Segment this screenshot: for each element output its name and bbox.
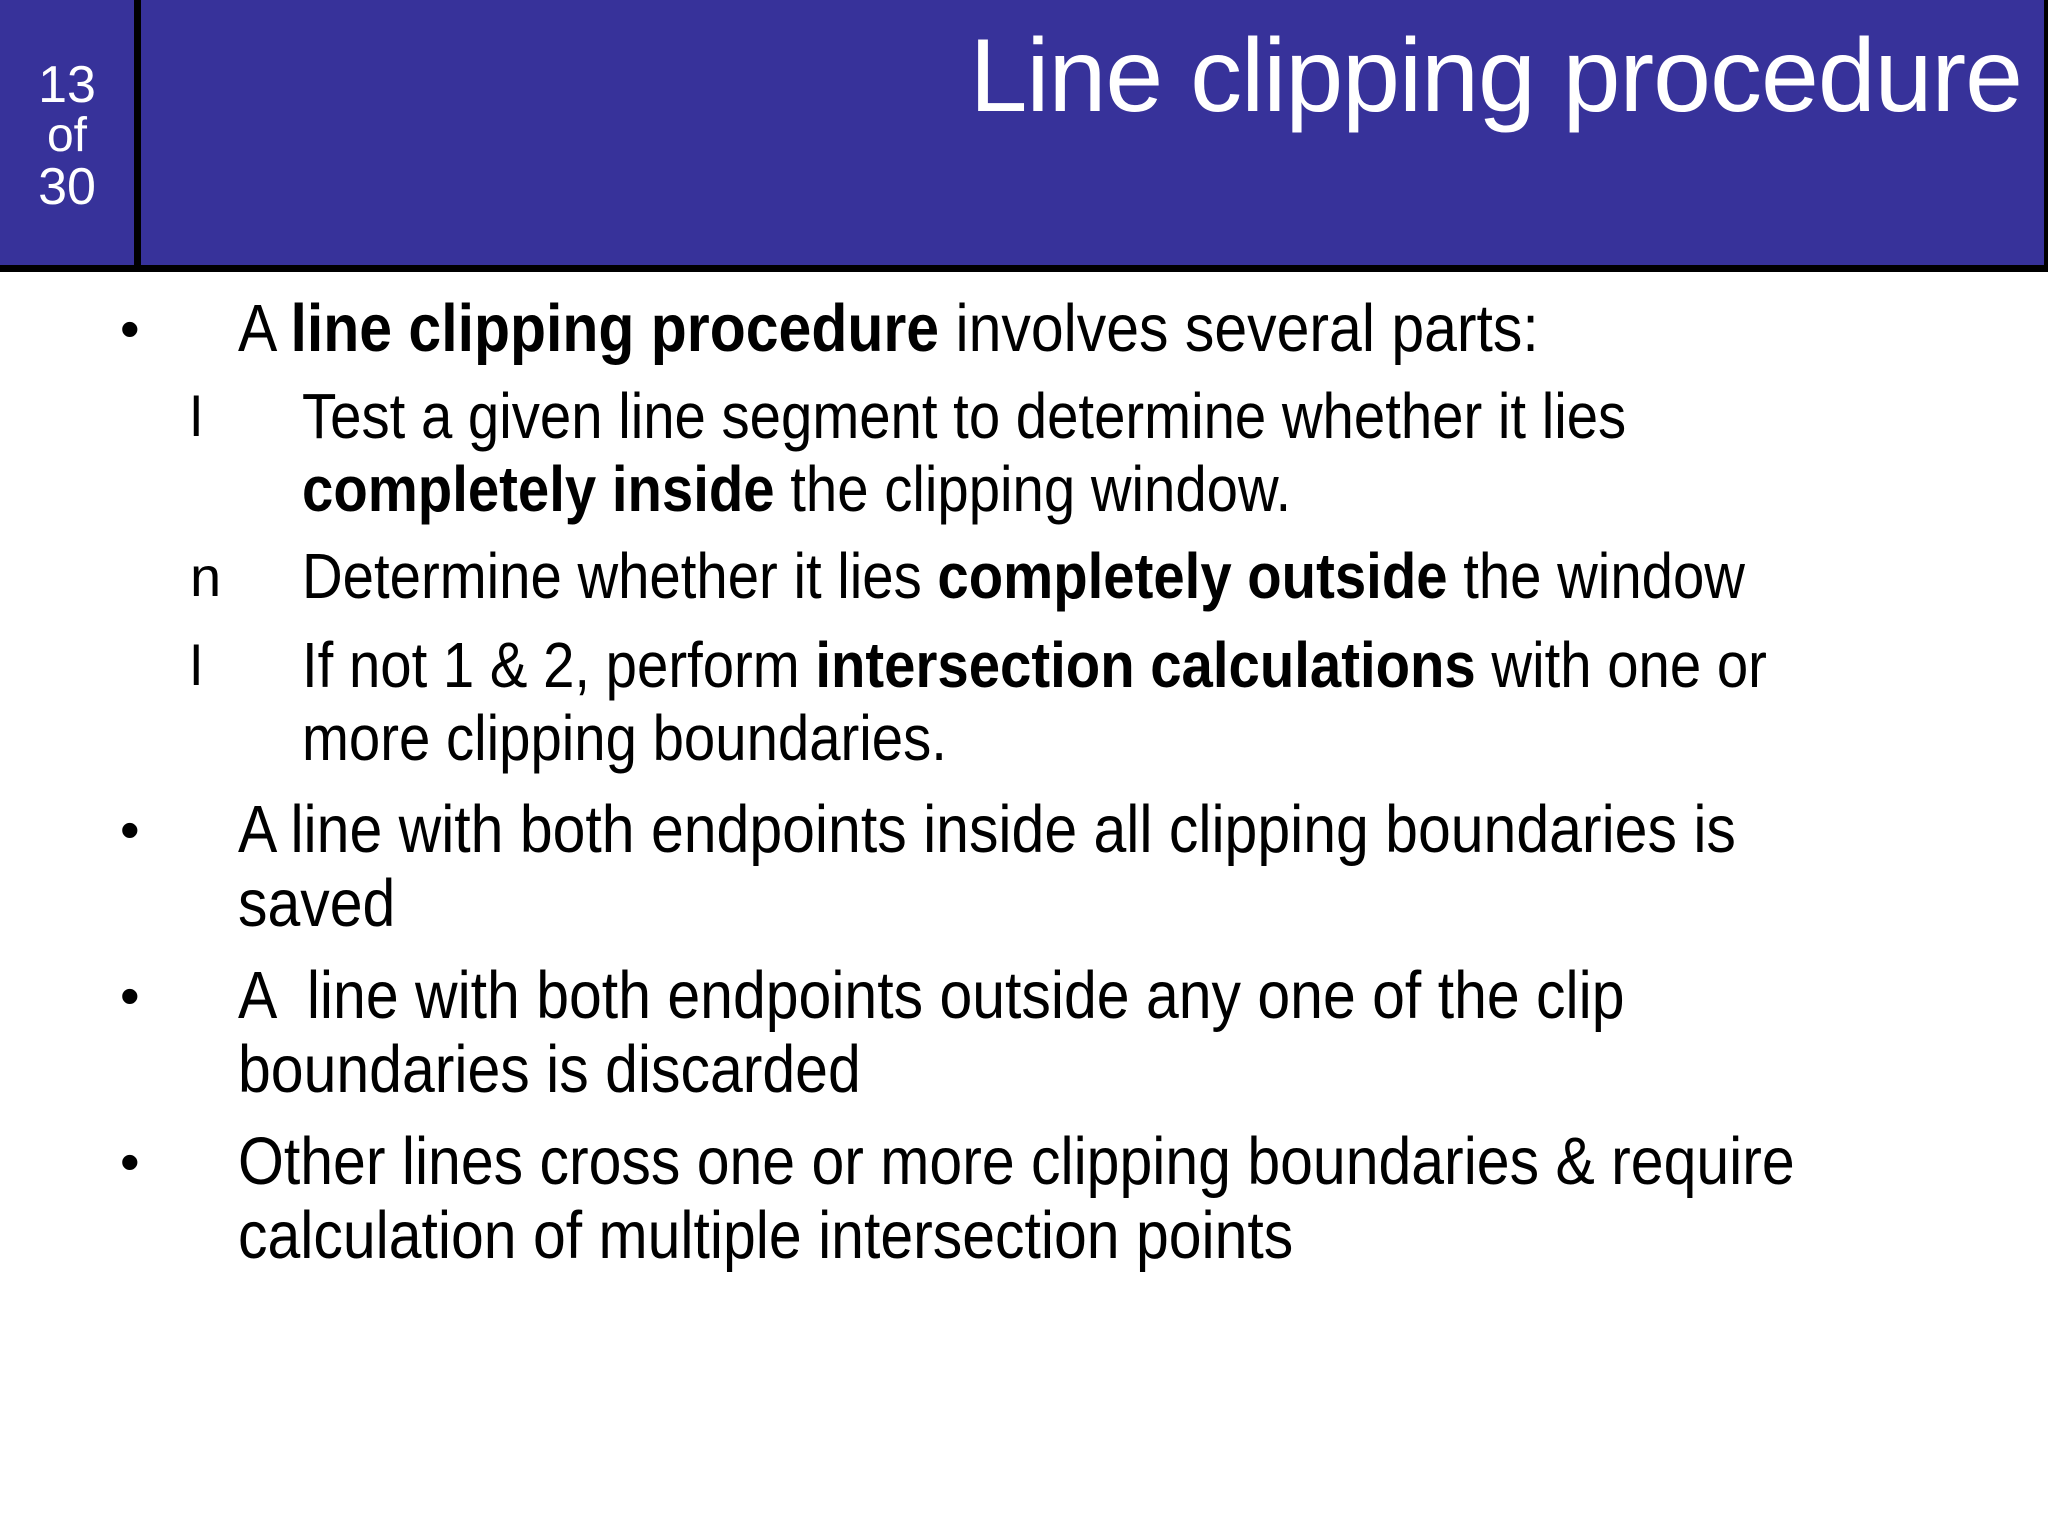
bullet-text-run: A line with both endpoints outside any o… (238, 958, 1641, 1107)
bullet-text-run: Test a given line segment to determine w… (302, 380, 1642, 452)
slide-header-band: Line clipping procedure (0, 0, 2048, 272)
bullet-item-level-1: • A line with both endpoints outside any … (0, 959, 2048, 1107)
bullet-text: A line clipping procedure involves sever… (238, 292, 1831, 366)
bullet-item-level-2: n Determine whether it lies completely ou… (0, 540, 2048, 613)
bullet-item-level-2: l If not 1 & 2, perform intersection calc… (0, 629, 2048, 775)
slide-number-total: 30 (38, 157, 96, 216)
slide-number-of-label: of (46, 109, 88, 163)
bullet-text: Other lines cross one or more clipping b… (238, 1125, 1831, 1273)
bullet-text: Determine whether it lies completely out… (302, 540, 1838, 613)
slide-number-current: 13 (38, 55, 96, 114)
bullet-text-run: the clipping window. (774, 453, 1292, 525)
bullet-text-emphasis: intersection calculations (815, 629, 1476, 701)
bullet-text-run: If not 1 & 2, perform (302, 629, 816, 701)
slide-body: • A line clipping procedure involves seve… (0, 272, 2048, 1536)
bullet-square-filled-icon: n (190, 545, 222, 608)
bullet-text: A line with both endpoints inside all cl… (238, 793, 1831, 941)
bullet-text-run: A line with both endpoints inside all cl… (238, 792, 1753, 941)
bullet-dot-icon: • (120, 297, 140, 360)
bullet-text-emphasis: completely outside (937, 540, 1448, 612)
bullet-text-run: the window (1447, 540, 1745, 612)
bullet-square-icon: l (190, 385, 203, 448)
bullet-item-level-1: • A line clipping procedure involves seve… (0, 292, 2048, 366)
bullet-text-emphasis: completely inside (302, 453, 775, 525)
bullet-text-run: involves several parts: (939, 291, 1539, 366)
bullet-text-run: A (238, 291, 291, 366)
bullet-item-level-1: • A line with both endpoints inside all c… (0, 793, 2048, 941)
bullet-text: Test a given line segment to determine w… (302, 380, 1838, 526)
slide-number-box: 13 of 30 (0, 0, 141, 272)
bullet-dot-icon: • (120, 964, 140, 1027)
bullet-dot-icon: • (120, 1130, 140, 1193)
bullet-item-level-2: l Test a given line segment to determine … (0, 380, 2048, 526)
bullet-item-level-1: • Other lines cross one or more clipping … (0, 1125, 2048, 1273)
bullet-text: If not 1 & 2, perform intersection calcu… (302, 629, 1838, 775)
bullet-text-emphasis: line clipping procedure (290, 291, 940, 366)
bullet-dot-icon: • (120, 798, 140, 861)
page-title: Line clipping procedure (969, 18, 2023, 134)
bullet-text-run: Other lines cross one or more clipping b… (238, 1124, 1812, 1273)
bullet-text: A line with both endpoints outside any o… (238, 959, 1831, 1107)
bullet-square-icon: l (190, 634, 203, 697)
bullet-text-run: with one or more clipping boundaries. (302, 629, 1783, 774)
bullet-text-run: Determine whether it lies (302, 540, 938, 612)
